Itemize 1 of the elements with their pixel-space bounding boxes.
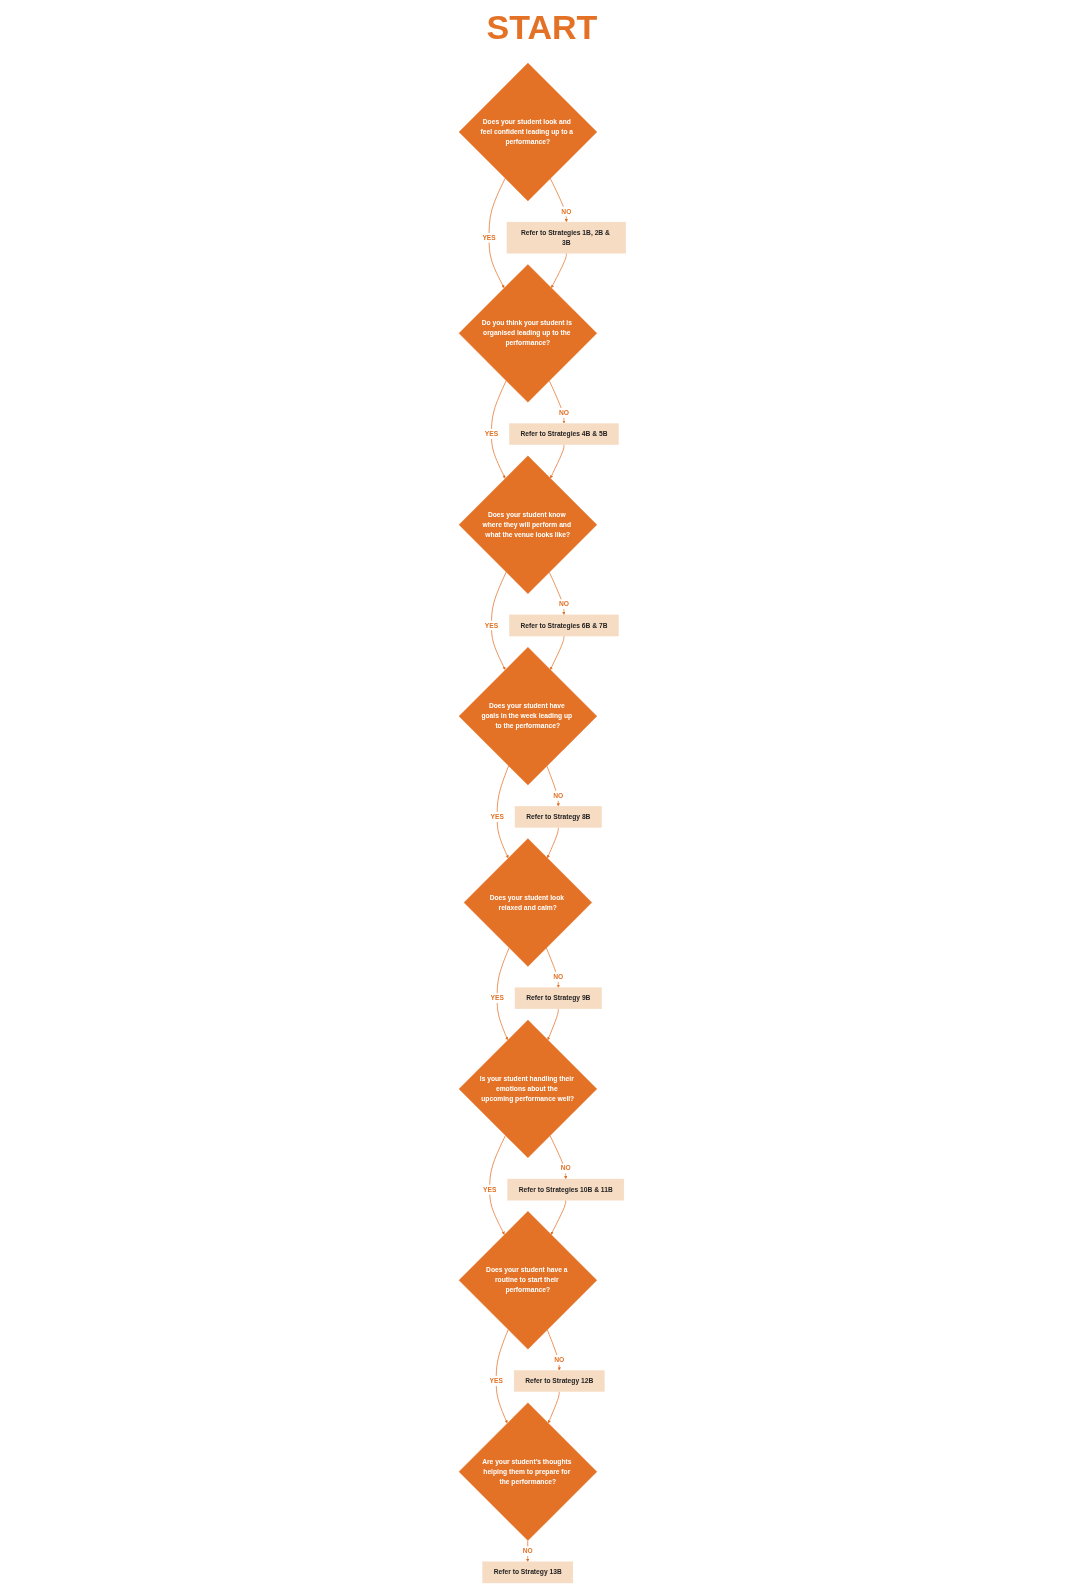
title-text: START [485,8,599,47]
